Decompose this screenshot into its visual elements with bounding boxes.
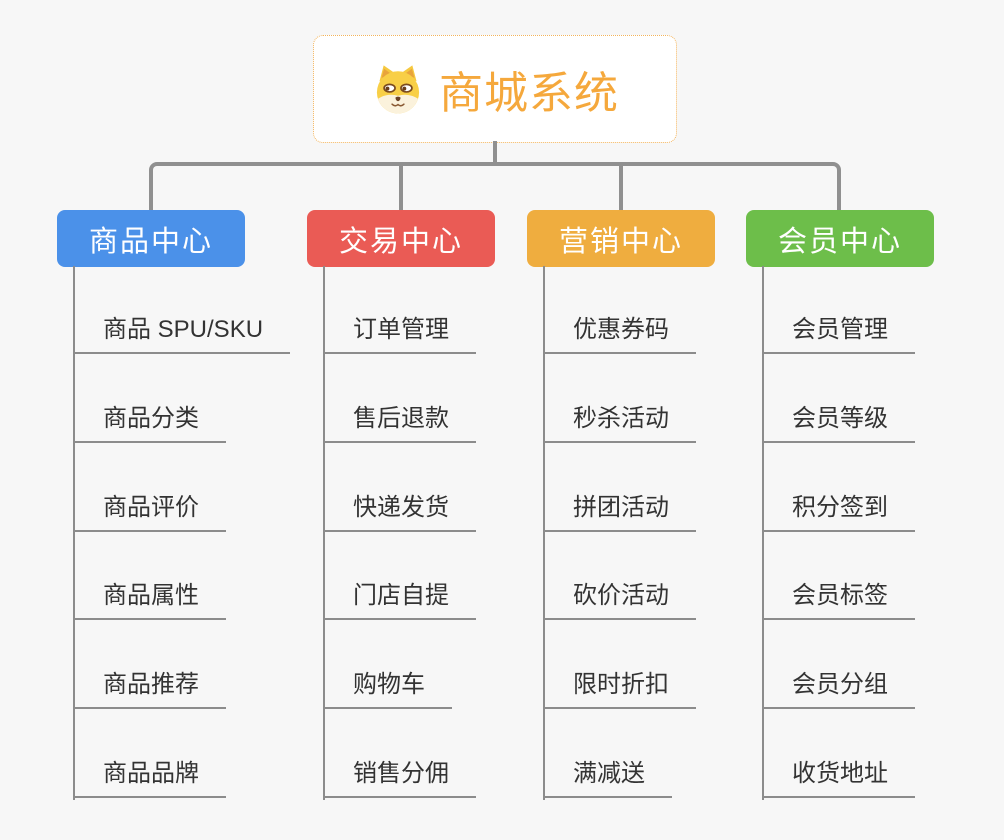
root-title: 商城系统 <box>439 69 619 118</box>
child-topic[interactable]: 优惠券码 <box>543 316 696 354</box>
branch-label: 会员中心 <box>777 225 902 258</box>
child-topic[interactable]: 砍价活动 <box>543 582 696 620</box>
child-topic[interactable]: 商品品牌 <box>73 760 226 798</box>
connector-drop <box>619 165 623 210</box>
branch-label: 交易中心 <box>338 225 463 258</box>
branch-label: 营销中心 <box>558 225 683 258</box>
child-topic[interactable]: 商品分类 <box>73 405 226 443</box>
child-topic[interactable]: 积分签到 <box>762 494 915 532</box>
branch-node-member-center[interactable]: 会员中心 <box>746 210 934 267</box>
branch-node-product-center[interactable]: 商品中心 <box>57 210 245 267</box>
connector-root-stub <box>493 141 497 165</box>
child-topic[interactable]: 门店自提 <box>323 582 476 620</box>
branch-spine <box>73 266 75 800</box>
child-topic[interactable]: 销售分佣 <box>323 760 476 798</box>
branch-spine <box>762 266 764 800</box>
child-topic[interactable]: 快递发货 <box>323 494 476 532</box>
branch-label: 商品中心 <box>88 225 213 258</box>
child-topic[interactable]: 商品评价 <box>73 494 226 532</box>
child-topic[interactable]: 会员等级 <box>762 405 915 443</box>
child-topic[interactable]: 会员管理 <box>762 316 915 354</box>
child-topic[interactable]: 订单管理 <box>323 316 476 354</box>
connector-drop <box>399 165 403 210</box>
branch-spine <box>543 266 545 800</box>
child-topic[interactable]: 拼团活动 <box>543 494 696 532</box>
branch-node-trade-center[interactable]: 交易中心 <box>307 210 495 267</box>
child-topic[interactable]: 商品推荐 <box>73 671 226 709</box>
child-topic[interactable]: 售后退款 <box>323 405 476 443</box>
child-topic[interactable]: 限时折扣 <box>543 671 696 709</box>
child-topic[interactable]: 商品 SPU/SKU <box>73 316 291 354</box>
child-topic[interactable]: 会员分组 <box>762 671 915 709</box>
connector-branch-rail <box>149 162 841 210</box>
child-topic[interactable]: 收货地址 <box>762 760 915 798</box>
child-topic[interactable]: 购物车 <box>323 671 452 709</box>
root-node[interactable]: 商城系统 <box>313 35 677 143</box>
shiba-dog-icon <box>376 65 420 114</box>
child-topic[interactable]: 秒杀活动 <box>543 405 696 443</box>
child-topic[interactable]: 满减送 <box>543 760 672 798</box>
branch-node-marketing-center[interactable]: 营销中心 <box>527 210 715 267</box>
branch-spine <box>323 266 325 800</box>
child-topic[interactable]: 商品属性 <box>73 582 226 620</box>
child-topic[interactable]: 会员标签 <box>762 582 915 620</box>
